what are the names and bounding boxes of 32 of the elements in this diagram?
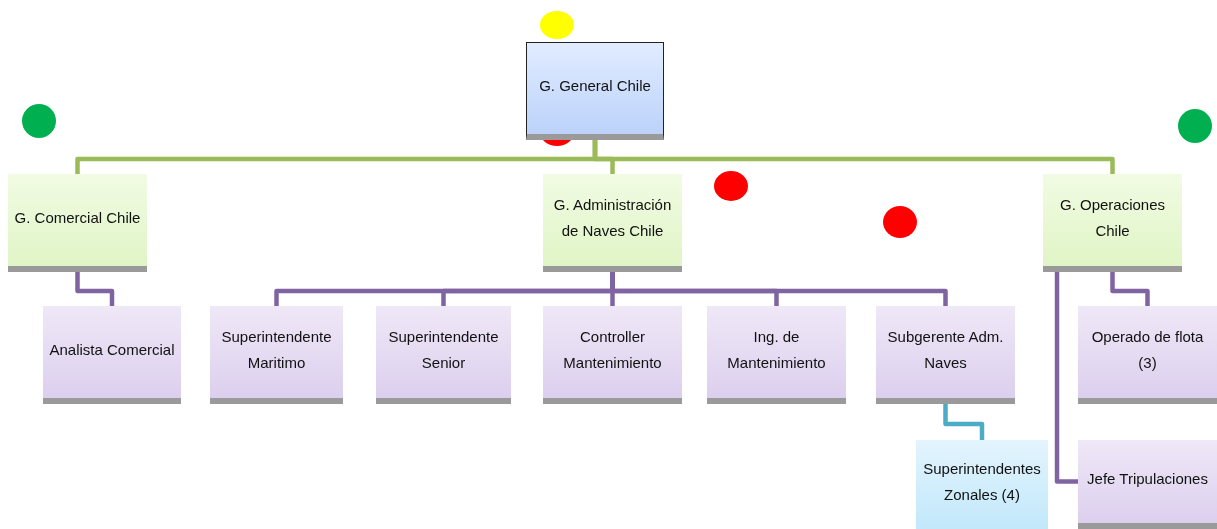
org-box [707,306,846,404]
connector-line [75,272,115,306]
org-box [543,174,682,272]
connector-line [943,404,985,440]
box-label: Superintendentes Zonales (4) [922,459,1042,505]
connector-line [592,140,1115,174]
box-label: G. Operaciones Chile [1058,194,1167,241]
box-label: Operado de flota (3) [1090,326,1205,373]
connector-line [1110,272,1150,306]
org-box [916,440,1048,529]
connector-line [1054,272,1078,484]
box-label: Superintendente Senior [387,326,500,373]
box-label: G. Administración de Naves Chile [552,194,673,241]
org-box [8,174,147,272]
box-label: Jefe Tripulaciones [1087,469,1208,489]
org-box [1043,174,1182,272]
org-box [376,306,511,404]
org-box [876,306,1015,404]
box-label: G. General Chile [539,76,651,96]
org-box [1078,306,1217,404]
org-box [1078,440,1217,529]
box-label: Controller Mantenimiento [562,326,663,373]
org-box [43,306,181,404]
box-label: Superintendente Maritimo [220,326,333,373]
box-label: G. Comercial Chile [14,207,141,228]
org-box [543,306,682,404]
box-label: Subgerente Adm. Naves [886,326,1005,373]
box-label: Analista Comercial [49,339,175,360]
org-box [526,42,664,140]
connector-line [610,272,948,306]
org-box [210,306,343,404]
box-label: Ing. de Mantenimiento [726,326,827,373]
